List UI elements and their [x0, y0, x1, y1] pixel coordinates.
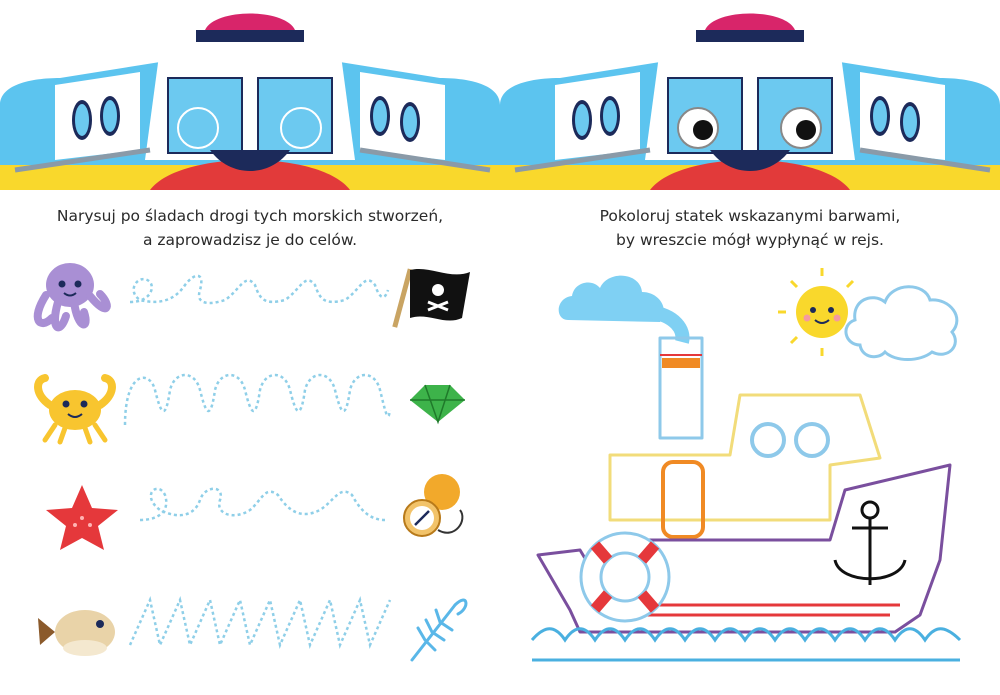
- cloud-outline-icon: [844, 285, 959, 361]
- anchor-icon: [833, 500, 907, 585]
- left-page: Narysuj po śladach drogi tych morskich s…: [0, 13, 500, 662]
- left-instruction-line-1: Narysuj po śladach drogi tych morskich s…: [56, 207, 444, 225]
- ship-outline: [536, 336, 952, 634]
- trace-path-swirls: [139, 487, 386, 522]
- gem-icon: [410, 384, 465, 425]
- right-page: Pokoloruj statek wskazanymi barwami, by …: [500, 0, 1000, 695]
- smoke-cloud-icon: [558, 275, 690, 344]
- compass-icon: [403, 474, 464, 537]
- porthole-icon: [750, 422, 786, 458]
- pirate-flag-icon: [392, 268, 470, 328]
- ship-door: [661, 460, 705, 539]
- trace-path-arches: [123, 373, 392, 426]
- porthole-icon: [794, 422, 830, 458]
- pufferfish-icon: [38, 610, 115, 656]
- ship-cabin-header-eyes: [500, 13, 1000, 190]
- trace-path-loops: [129, 274, 390, 305]
- ship-upper-deck: [608, 393, 882, 522]
- right-instruction-line-1: Pokoloruj statek wskazanymi barwami,: [599, 207, 901, 225]
- left-instruction: Narysuj po śladach drogi tych morskich s…: [0, 204, 500, 252]
- fish-skeleton-icon: [410, 598, 468, 662]
- trace-path-zigzag: [128, 596, 392, 649]
- starfish-icon: [46, 485, 118, 550]
- crab-icon: [34, 374, 116, 445]
- octopus-icon: [33, 263, 111, 332]
- ship-funnel: [658, 336, 704, 440]
- right-instruction: Pokoloruj statek wskazanymi barwami, by …: [500, 204, 1000, 252]
- right-page-art: [500, 13, 1000, 662]
- life-ring-icon: [579, 531, 671, 623]
- waves-icon: [530, 627, 962, 662]
- right-instruction-line-2: by wreszcie mógł wypłynąć w rejs.: [616, 231, 884, 249]
- left-instruction-line-2: a zaprowadzisz je do celów.: [142, 231, 358, 249]
- ship-cabin-header: [0, 13, 500, 190]
- left-page-art: [0, 13, 500, 662]
